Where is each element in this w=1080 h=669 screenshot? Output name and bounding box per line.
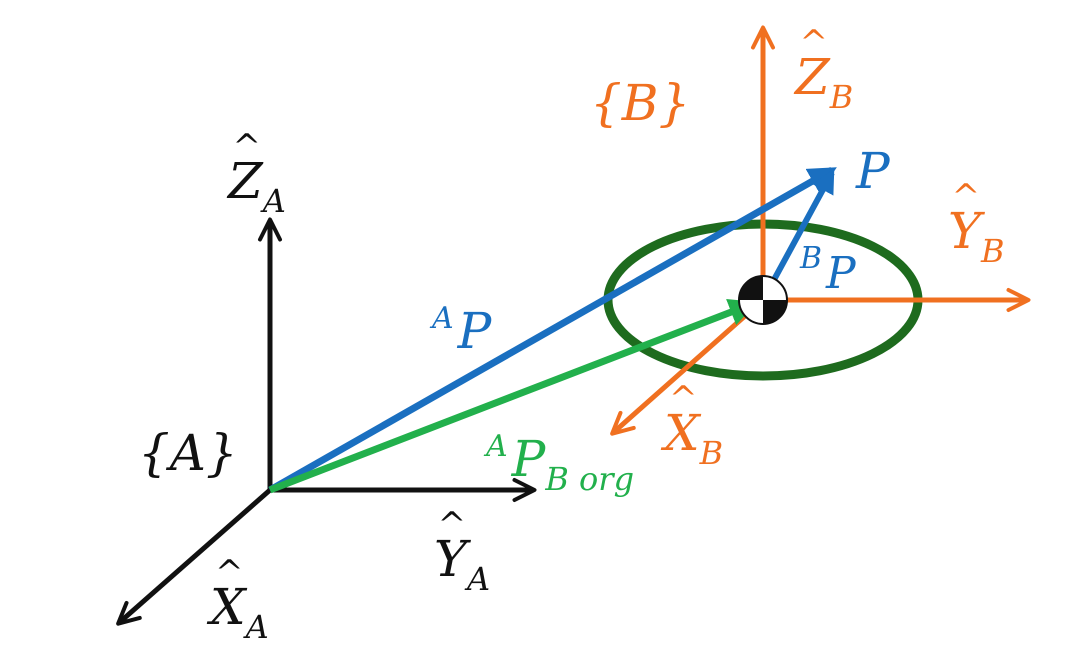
frame-b-z-label: ZB [795,52,853,113]
frame-b-x-label: XB [664,408,723,469]
vector-a-p [268,166,837,494]
frame-a-x-axis [116,488,272,626]
frame-a-y-label: YA [434,534,490,595]
vector-a-p-b-org-label: APB org [486,429,635,498]
frame-a-z-label: ZA [228,156,286,217]
vector-a-p-label: AP [432,301,492,360]
frame-b-name: {B} [590,74,691,132]
frame-a-name: {A} [138,424,238,482]
frame-a-x-label: XA [210,582,269,643]
frame-b-y-label: YB [948,206,1005,267]
point-p-label: P [856,142,890,200]
vector-a-p-b-org [268,299,758,494]
origin-b-marker [738,275,788,325]
vector-b-p-label: BP [800,241,856,299]
